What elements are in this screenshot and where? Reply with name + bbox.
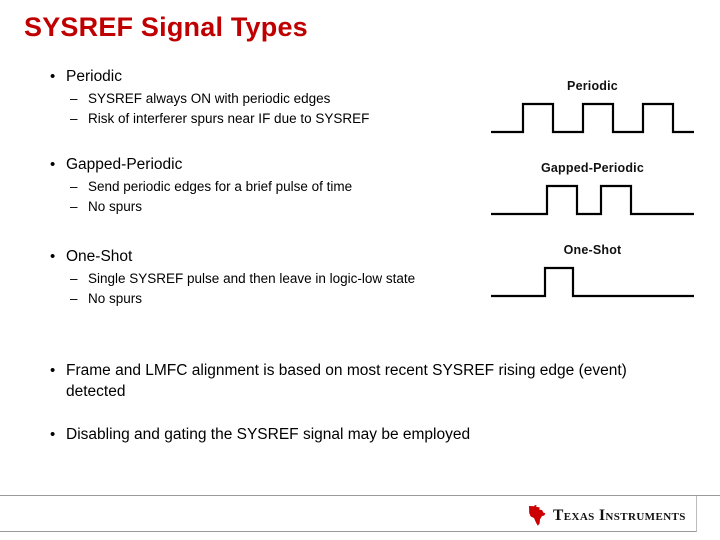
slide-body: • Periodic – SYSREF always ON with perio… xyxy=(44,66,644,445)
bullet-dot-icon: • xyxy=(50,362,56,379)
bullet-dot-icon: • xyxy=(50,248,56,265)
sub-bullet: – Single SYSREF pulse and then leave in … xyxy=(44,269,644,289)
waveform-figure-panel: Periodic Gapped-Periodic One-Shot xyxy=(485,78,700,303)
dash-icon: – xyxy=(70,179,78,194)
footer-bar xyxy=(0,496,697,532)
waveform-one-shot-trace xyxy=(491,266,694,298)
sub-bullet: – No spurs xyxy=(44,289,644,309)
sub-bullet: – Send periodic edges for a brief pulse … xyxy=(44,177,644,197)
bullet-heading-label: Gapped-Periodic xyxy=(66,156,183,173)
spacer xyxy=(44,308,644,338)
sub-bullet: – Risk of interferer spurs near IF due t… xyxy=(44,109,644,129)
sub-bullet-label: SYSREF always ON with periodic edges xyxy=(88,91,331,106)
bullet-heading-gapped-periodic: • Gapped-Periodic xyxy=(44,154,644,175)
dash-icon: – xyxy=(70,271,78,286)
bullet-label: Disabling and gating the SYSREF signal m… xyxy=(66,426,471,443)
waveform-periodic: Periodic xyxy=(485,78,700,140)
sub-bullet-label: Risk of interferer spurs near IF due to … xyxy=(88,110,370,126)
bullet-group-gapped-periodic: • Gapped-Periodic – Send periodic edges … xyxy=(44,154,644,216)
waveform-one-shot: One-Shot xyxy=(485,242,700,304)
sub-bullet-label: Send periodic edges for a brief pulse of… xyxy=(88,179,353,194)
bullet-label: Frame and LMFC alignment is based on mos… xyxy=(66,362,627,400)
bullet-dot-icon: • xyxy=(50,426,56,443)
waveform-gapped-periodic: Gapped-Periodic xyxy=(485,160,700,222)
bullet-dot-icon: • xyxy=(50,156,56,173)
bullet-heading-one-shot: • One-Shot xyxy=(44,246,644,267)
sub-bullet-label: Single SYSREF pulse and then leave in lo… xyxy=(88,271,416,286)
dash-icon: – xyxy=(70,91,78,106)
sub-bullet: – No spurs xyxy=(44,197,644,217)
dash-icon: – xyxy=(70,110,78,126)
bullet-group-one-shot: • One-Shot – Single SYSREF pulse and the… xyxy=(44,246,644,308)
page-title: SYSREF Signal Types xyxy=(24,12,308,42)
waveform-label-periodic: Periodic xyxy=(567,79,618,93)
waveform-label-gapped-periodic: Gapped-Periodic xyxy=(540,161,645,175)
sub-bullet-label: No spurs xyxy=(88,290,143,306)
waveform-label-one-shot: One-Shot xyxy=(563,243,622,257)
bullet-group-periodic: • Periodic – SYSREF always ON with perio… xyxy=(44,66,644,128)
texas-state-shape-icon xyxy=(529,505,546,526)
spacer xyxy=(44,402,644,424)
texas-instruments-logo: Texas Instruments xyxy=(527,505,686,526)
spacer xyxy=(44,338,644,360)
sub-bullet: – SYSREF always ON with periodic edges xyxy=(44,89,644,109)
bullet-disabling-gating: • Disabling and gating the SYSREF signal… xyxy=(44,424,656,445)
ti-wordmark: Texas Instruments xyxy=(553,506,686,524)
bullet-dot-icon: • xyxy=(50,68,56,85)
bullet-frame-lmfc-alignment: • Frame and LMFC alignment is based on m… xyxy=(44,360,656,402)
waveform-periodic-trace xyxy=(491,102,694,134)
dash-icon: – xyxy=(70,198,78,214)
waveform-gapped-periodic-trace xyxy=(491,184,694,216)
footer-divider xyxy=(0,495,720,496)
dash-icon: – xyxy=(70,290,78,306)
bullet-heading-label: Periodic xyxy=(66,68,122,85)
bullet-heading-periodic: • Periodic xyxy=(44,66,644,87)
bullet-heading-label: One-Shot xyxy=(66,248,133,265)
sub-bullet-label: No spurs xyxy=(88,198,143,214)
